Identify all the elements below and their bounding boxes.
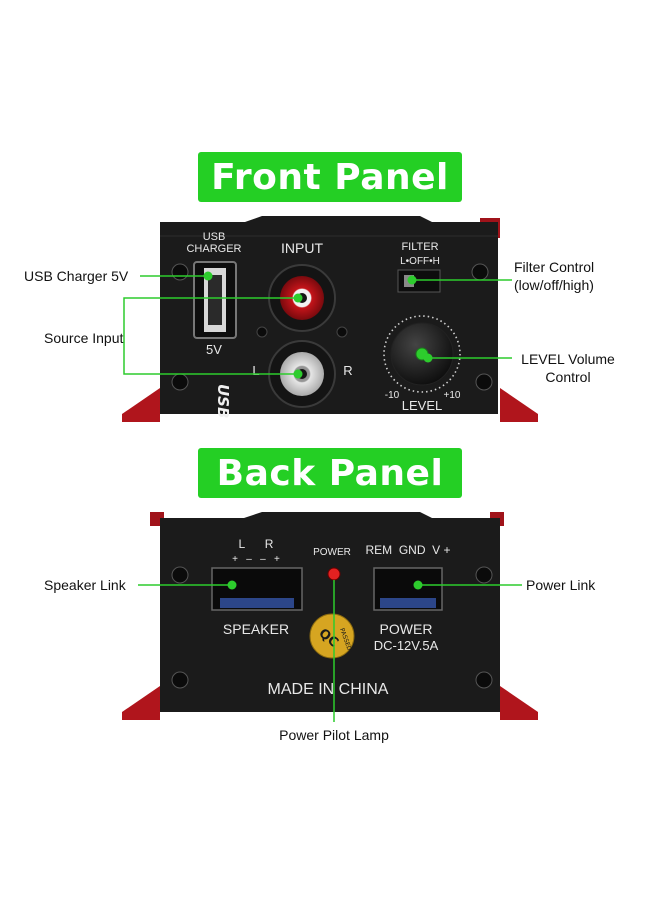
front-screw-tl	[171, 263, 189, 281]
front-screw-br	[475, 373, 493, 391]
front-screw-bl	[171, 373, 189, 391]
speaker-label: SPEAKER	[223, 621, 289, 637]
level-label: LEVEL	[402, 398, 442, 413]
power-indicator-label: POWER	[313, 547, 351, 558]
level-volume-line1: LEVEL Volume	[521, 351, 615, 367]
back-chassis-left-foot	[122, 686, 160, 720]
brand-logo: USB	[214, 384, 232, 418]
front-screw-tr	[471, 263, 489, 281]
usb-charger-line1: USB	[203, 231, 226, 243]
made-in-label: MADE IN CHINA	[268, 681, 389, 698]
source-input-callout: Source Input	[44, 330, 124, 346]
power-spec: DC-12V.5A	[374, 638, 439, 653]
power-pilot-led	[327, 567, 341, 581]
source-input-callout-lower	[123, 338, 298, 375]
filter-label: FILTER	[401, 241, 438, 253]
power-label: POWER	[380, 621, 433, 637]
usb-charger-callout: USB Charger 5V	[24, 268, 129, 284]
front-panel-banner: Front Panel	[198, 152, 462, 202]
filter-positions: L•OFF•H	[400, 256, 440, 267]
speaker-link-callout: Speaker Link	[44, 577, 126, 593]
left-channel-label: L	[252, 363, 259, 378]
five-v-label: 5V	[206, 342, 222, 357]
callout-lines	[123, 275, 522, 722]
right-channel-label: R	[343, 363, 352, 378]
filter-control-line2: (low/off/high)	[514, 277, 594, 293]
level-max-label: +10	[444, 390, 461, 401]
power-terminal-labels: REM GND V +	[365, 543, 450, 557]
front-panel: USB USB CHARGER INPUT 5V L R FILTER L•OF…	[122, 216, 538, 422]
back-panel-banner: Back Panel	[198, 448, 462, 498]
usb-charger-line2: CHARGER	[186, 243, 241, 255]
back-face-plate	[160, 512, 500, 712]
filter-control-line1: Filter Control	[514, 259, 595, 275]
source-input-callout-upper	[123, 297, 298, 338]
back-panel: QC PASSED L R + – – + POWER REM GND V + …	[122, 512, 538, 720]
level-min-label: -10	[385, 390, 400, 401]
speaker-polarity-labels: + – – +	[232, 554, 280, 565]
filter-control-callout: Filter Control (low/off/high)	[514, 258, 594, 294]
level-volume-line2: Control	[545, 369, 591, 385]
power-pilot-lamp-callout: Power Pilot Lamp	[279, 727, 389, 743]
power-link-callout: Power Link	[526, 577, 596, 593]
level-knob-scale	[383, 315, 461, 393]
speaker-channel-labels: L R	[239, 537, 274, 551]
input-label: INPUT	[281, 240, 323, 256]
qc-sticker	[309, 613, 355, 659]
front-chassis-left-foot	[122, 388, 160, 422]
back-chassis-right-foot	[500, 686, 538, 720]
level-volume-callout: LEVEL Volume Control	[512, 350, 624, 386]
front-chassis-right-foot	[500, 388, 538, 422]
callout-dots	[203, 271, 433, 590]
